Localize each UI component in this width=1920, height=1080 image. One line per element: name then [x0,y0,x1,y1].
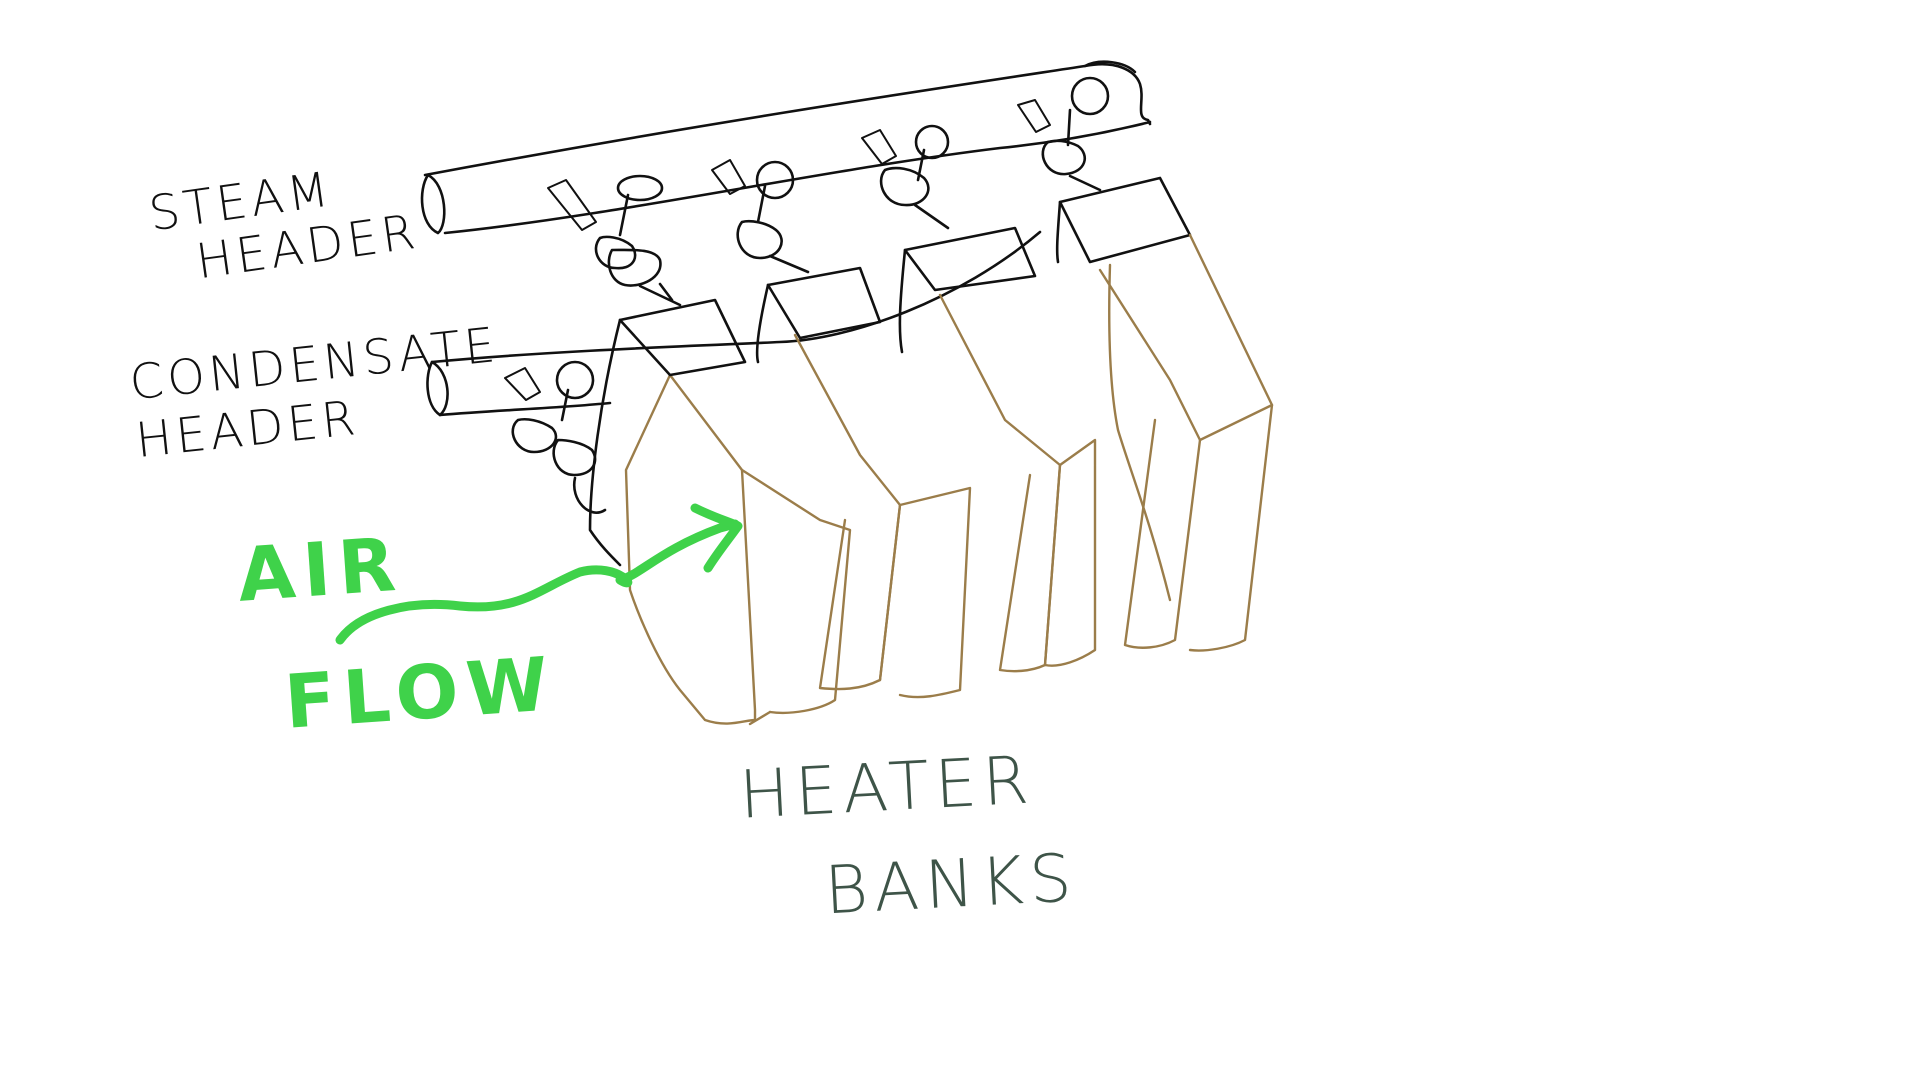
air-flow-label-line1: AIR [234,521,407,619]
heater-bank-4 [898,176,1274,652]
air-flow-arrowhead [690,503,743,573]
steam-valve-4 [1017,76,1110,192]
condensate-header-pipe [426,230,1042,417]
steam-valve-2 [711,159,810,274]
air-flow-label: AIR FLOW [234,517,559,746]
air-flow-arrow [335,519,740,645]
heater-bank-3 [755,266,1097,673]
steam-header-pipe [420,60,1152,235]
steam-valve-1 [547,174,682,307]
heater-banks-label-line1: HEATER [737,741,1037,834]
condensate-valve [504,360,607,514]
heater-bank-1 [624,373,852,726]
steam-valve-3 [861,124,950,230]
heater-bank-2 [588,298,972,699]
heater-banks-label: HEATER BANKS [737,741,1080,930]
heater-banks-label-line2: BANKS [822,839,1080,930]
air-flow-label-line2: FLOW [281,641,559,746]
